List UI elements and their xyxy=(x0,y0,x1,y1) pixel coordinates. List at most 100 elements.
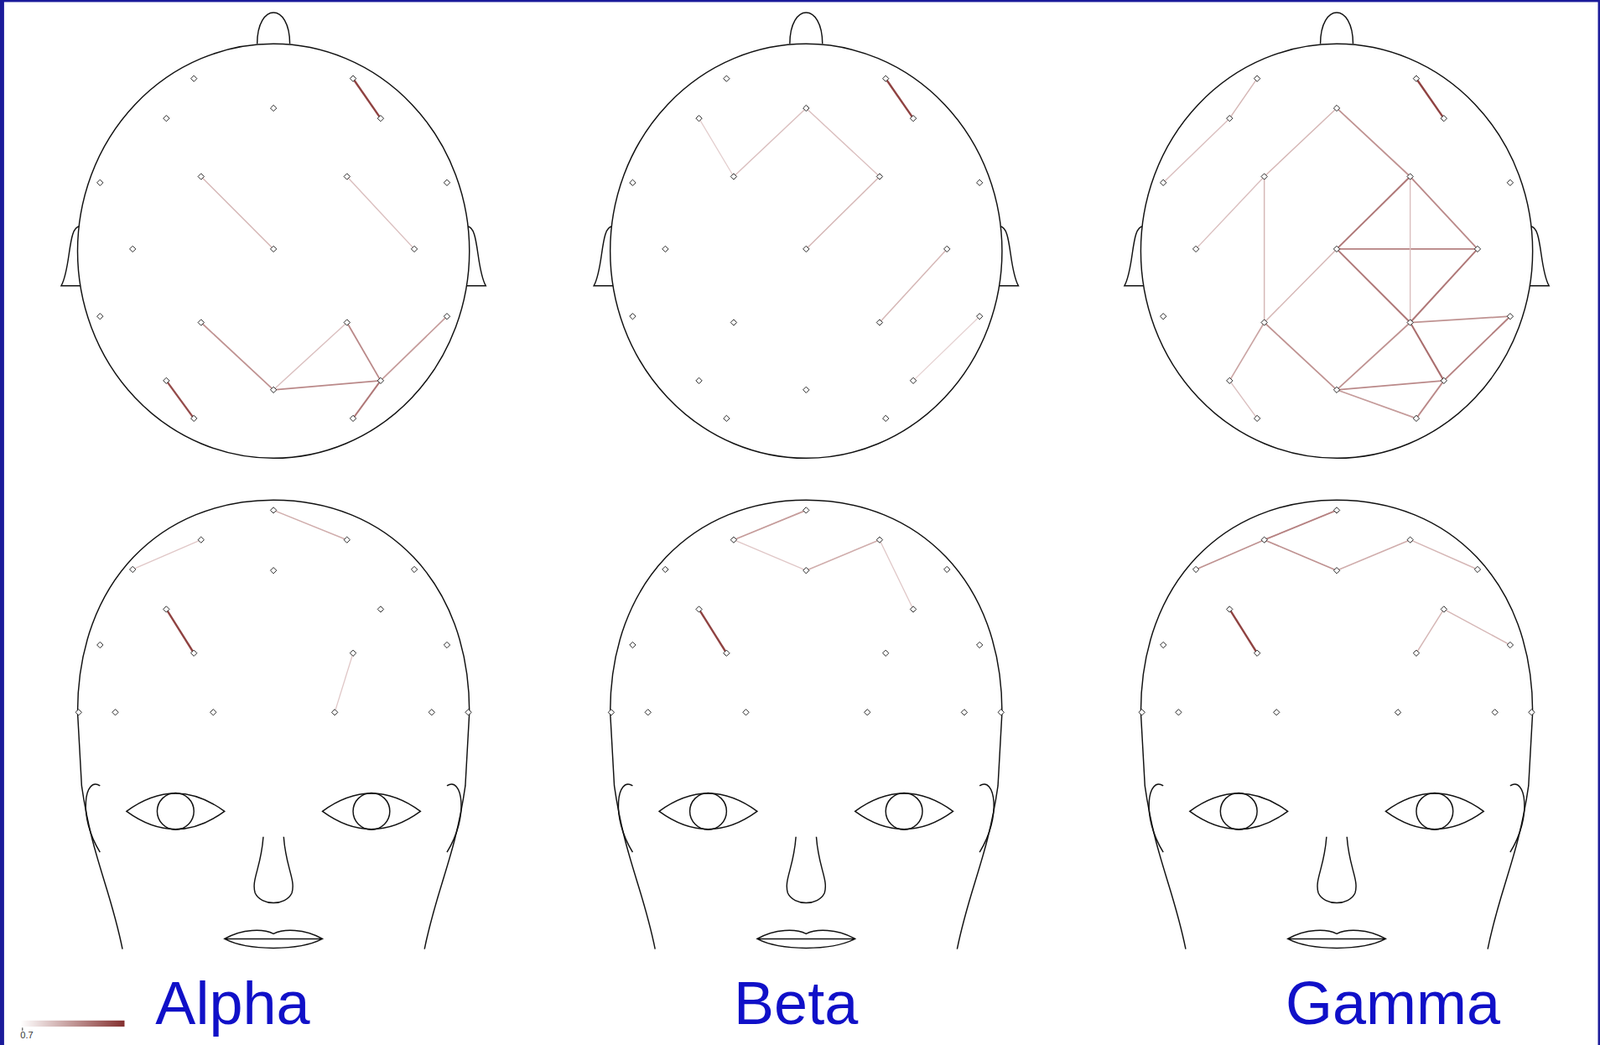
coherence-line xyxy=(1336,248,1478,250)
mouth xyxy=(757,929,856,948)
coherence-line xyxy=(166,608,194,653)
electrode xyxy=(75,709,82,716)
electrode xyxy=(197,319,204,326)
electrode xyxy=(723,649,730,656)
scalp xyxy=(1140,43,1533,458)
electrode xyxy=(1160,179,1167,186)
ear xyxy=(446,784,462,852)
electrode xyxy=(1175,709,1182,716)
electrode xyxy=(629,641,636,648)
electrode xyxy=(270,386,276,393)
electrode xyxy=(163,377,170,384)
iris xyxy=(353,792,390,830)
head-outline xyxy=(77,499,470,949)
coherence-line xyxy=(347,322,381,381)
band-name: Alpha xyxy=(155,972,310,1034)
electrode xyxy=(112,709,119,716)
electrode xyxy=(1506,179,1513,186)
electrode xyxy=(343,173,350,180)
electrode xyxy=(465,709,472,716)
ear xyxy=(1148,784,1164,852)
electrode xyxy=(1160,641,1167,648)
top-view-head xyxy=(1124,12,1549,458)
electrode xyxy=(1226,606,1233,613)
electrode xyxy=(662,245,669,252)
electrode xyxy=(1333,507,1340,514)
electrode xyxy=(961,709,967,716)
coherence-line xyxy=(913,316,980,381)
iris xyxy=(156,792,194,830)
electrode xyxy=(270,567,276,574)
electrode xyxy=(1333,104,1340,111)
electrode xyxy=(270,245,276,252)
electrode xyxy=(97,179,104,186)
coherence-line xyxy=(1264,108,1337,177)
top-view-head xyxy=(593,12,1019,458)
eye xyxy=(322,793,421,830)
coherence-line xyxy=(201,176,274,250)
electrode xyxy=(1333,245,1340,252)
electrode xyxy=(1407,536,1413,543)
electrode xyxy=(1253,75,1260,82)
coherence-line xyxy=(879,540,914,610)
electrode xyxy=(1253,415,1260,421)
coherence-line xyxy=(1264,322,1337,390)
front-view-head xyxy=(1138,499,1535,949)
ear xyxy=(618,784,633,852)
electrode xyxy=(1506,641,1513,648)
electrode xyxy=(1407,319,1413,326)
electrode xyxy=(1412,415,1419,421)
electrode xyxy=(1394,709,1401,716)
eye xyxy=(659,793,758,830)
coherence-line xyxy=(1264,509,1337,540)
front-view-head xyxy=(607,499,1004,949)
iris xyxy=(690,792,728,830)
coherence-line xyxy=(1336,108,1411,177)
electrode xyxy=(696,114,702,121)
electrode xyxy=(97,313,104,320)
coherence-line xyxy=(699,118,734,177)
electrode xyxy=(629,179,636,186)
electrode xyxy=(1474,245,1481,252)
electrode xyxy=(1261,173,1268,180)
electrode xyxy=(1440,606,1447,613)
coherence-line xyxy=(1416,608,1445,653)
electrode xyxy=(1506,313,1513,320)
band-name: Beta xyxy=(733,972,858,1034)
head-outline xyxy=(610,499,1003,949)
electrode xyxy=(349,415,356,421)
electrode xyxy=(1528,709,1535,716)
eye xyxy=(855,793,954,830)
coherence-line xyxy=(1410,316,1511,323)
electrode xyxy=(331,709,338,716)
electrode xyxy=(909,114,916,121)
coherence-line xyxy=(1229,608,1258,653)
electrode xyxy=(976,179,983,186)
scalp xyxy=(610,43,1003,458)
electrode xyxy=(1192,245,1199,252)
electrode xyxy=(629,313,636,320)
ear xyxy=(979,784,994,852)
coherence-line xyxy=(699,608,728,653)
coherence-line xyxy=(201,322,274,390)
electrode xyxy=(163,114,170,121)
electrode xyxy=(210,709,217,716)
electrode xyxy=(976,313,983,320)
electrode xyxy=(197,536,204,543)
electrode xyxy=(864,709,871,716)
electrode xyxy=(443,641,450,648)
coherence-line xyxy=(733,509,806,540)
coherence-line xyxy=(805,108,880,177)
electrode xyxy=(129,566,136,572)
nose xyxy=(257,12,291,44)
electrode xyxy=(723,415,730,421)
electrode xyxy=(377,114,384,121)
electrode xyxy=(803,104,810,111)
coherence-line xyxy=(1416,380,1445,419)
electrode xyxy=(343,319,350,326)
electrode xyxy=(191,649,198,656)
electrode xyxy=(443,179,450,186)
coherence-line xyxy=(273,322,348,390)
electrode xyxy=(1440,377,1447,384)
